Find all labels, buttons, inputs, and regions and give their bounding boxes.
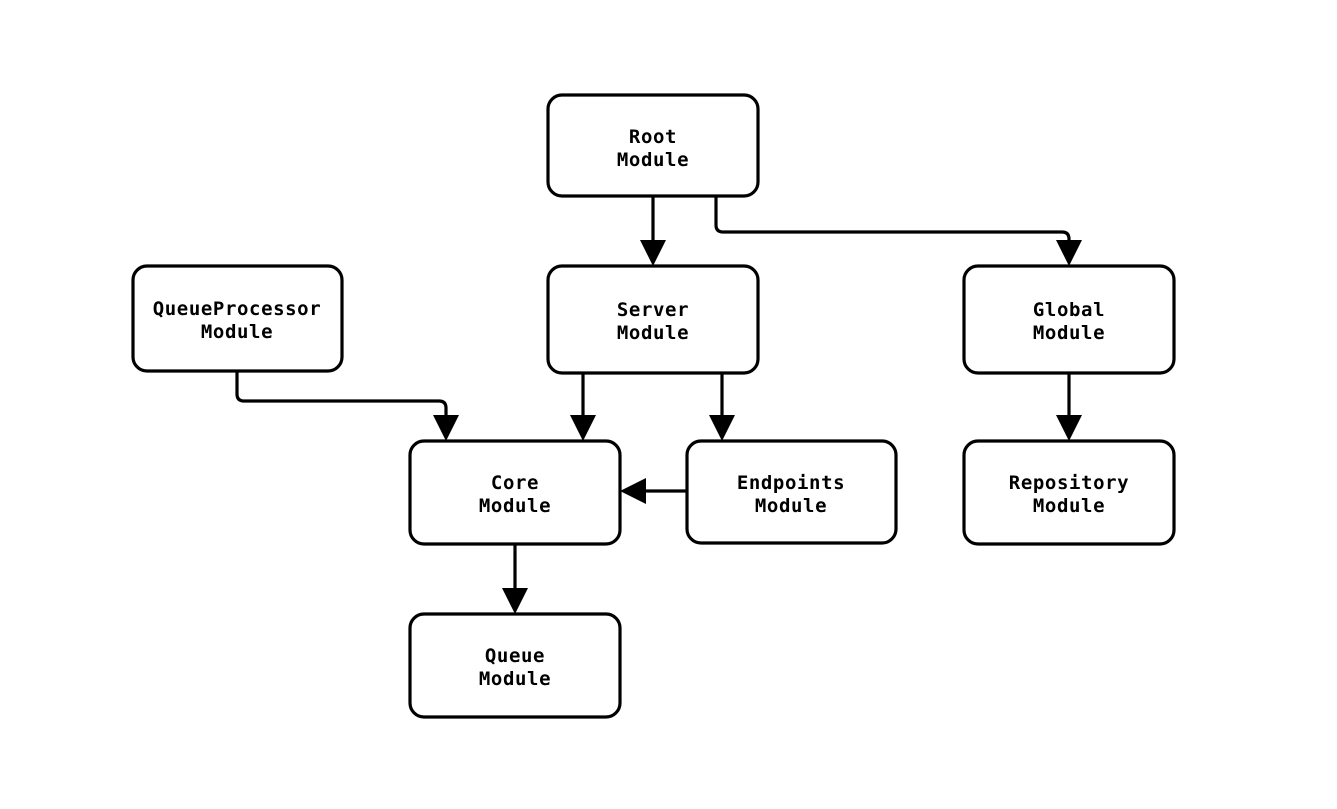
edge-server-to-endpoints-arrowhead <box>709 415 735 441</box>
node-global-module-box[interactable] <box>962 264 1176 375</box>
edge-global-to-repository-arrowhead <box>1056 415 1082 441</box>
node-repository-module[interactable]: Repository Module <box>962 439 1176 546</box>
edge-root-to-global <box>714 196 1082 266</box>
node-endpoints-module-box[interactable] <box>685 439 898 545</box>
node-endpoints-module-label-line1: Endpoints <box>737 472 845 494</box>
edge-core-to-queue-arrowhead <box>502 588 528 614</box>
edge-endpoints-to-core-arrowhead <box>620 478 646 504</box>
node-root-module[interactable]: Root Module <box>546 93 760 198</box>
edge-root-to-server <box>640 196 666 266</box>
node-core-module-label-line2: Module <box>479 495 551 517</box>
edge-endpoints-to-core <box>620 478 687 504</box>
edge-core-to-queue <box>502 544 528 614</box>
node-queueprocessor-module-box[interactable] <box>131 264 344 373</box>
edge-server-to-core <box>570 373 596 441</box>
node-root-module-box[interactable] <box>546 93 760 198</box>
node-server-module[interactable]: Server Module <box>546 264 760 375</box>
node-repository-module-label-line1: Repository <box>1009 472 1129 494</box>
node-core-module-box[interactable] <box>408 439 622 546</box>
node-queue-module-label-line1: Queue <box>485 645 545 667</box>
edge-queueprocessor-to-core-arrowhead <box>433 415 459 441</box>
node-root-module-label-line2: Module <box>617 149 689 171</box>
edge-root-to-server-arrowhead <box>640 240 666 266</box>
node-repository-module-box[interactable] <box>962 439 1176 546</box>
node-queue-module-box[interactable] <box>408 612 622 719</box>
node-root-module-label-line1: Root <box>629 126 677 148</box>
edge-root-to-global-line <box>714 196 1071 243</box>
node-core-module-label-line1: Core <box>491 472 539 494</box>
edge-global-to-repository <box>1056 373 1082 441</box>
node-queueprocessor-module-label-line2: Module <box>201 321 273 343</box>
edge-server-to-core-arrowhead <box>570 415 596 441</box>
node-core-module[interactable]: Core Module <box>408 439 622 546</box>
edge-root-to-global-arrowhead <box>1056 240 1082 266</box>
node-repository-module-label-line2: Module <box>1033 495 1105 517</box>
node-server-module-label-line1: Server <box>617 299 689 321</box>
node-endpoints-module[interactable]: Endpoints Module <box>685 439 898 545</box>
node-server-module-label-line2: Module <box>617 322 689 344</box>
edge-queueprocessor-to-core <box>235 371 459 441</box>
node-global-module-label-line1: Global <box>1033 299 1105 321</box>
node-queueprocessor-module-label-line1: QueueProcessor <box>153 298 322 320</box>
node-queueprocessor-module[interactable]: QueueProcessor Module <box>131 264 344 373</box>
node-global-module[interactable]: Global Module <box>962 264 1176 375</box>
edge-queueprocessor-to-core-line <box>235 371 448 418</box>
node-endpoints-module-label-line2: Module <box>755 495 827 517</box>
edge-server-to-endpoints <box>709 373 735 441</box>
node-queue-module[interactable]: Queue Module <box>408 612 622 719</box>
node-server-module-box[interactable] <box>546 264 760 375</box>
node-queue-module-label-line2: Module <box>479 668 551 690</box>
node-global-module-label-line2: Module <box>1033 322 1105 344</box>
